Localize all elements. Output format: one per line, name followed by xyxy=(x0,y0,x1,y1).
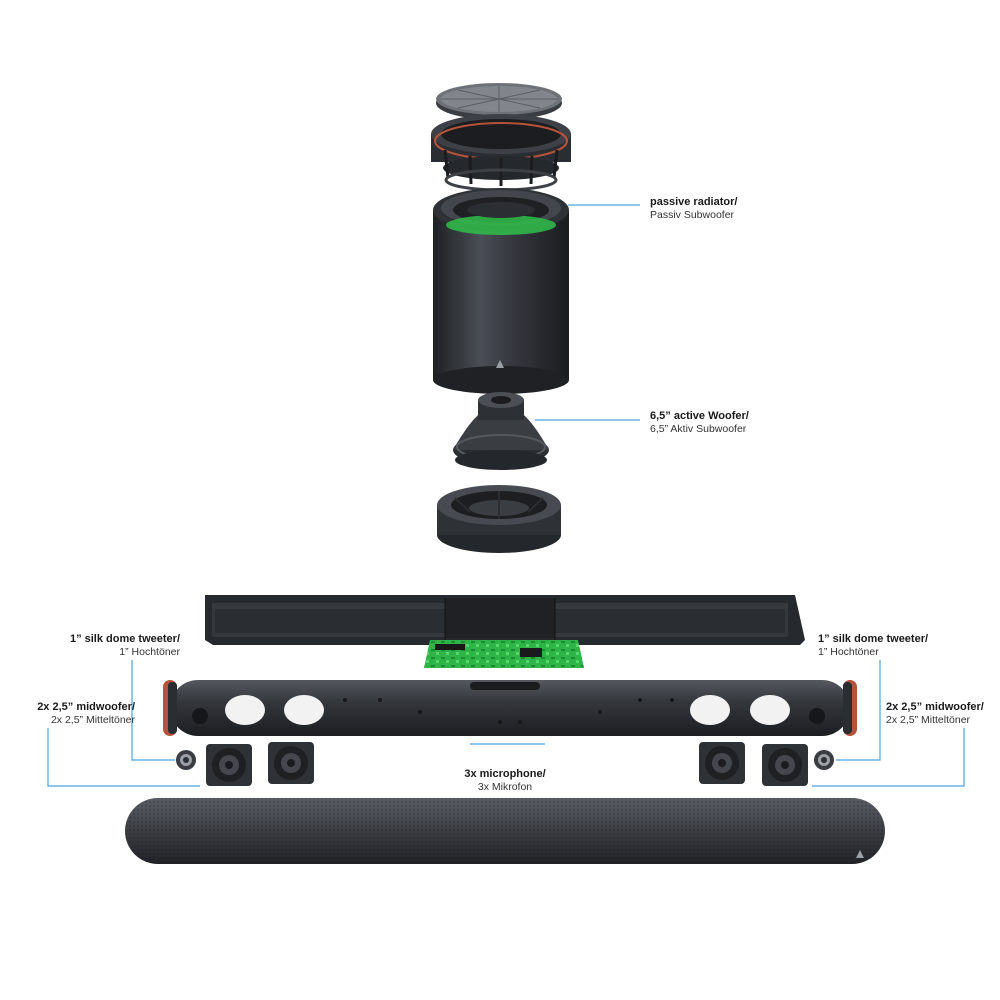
label-passive-radiator: passive radiator/ Passiv Subwoofer xyxy=(650,196,737,221)
driver-tweeter-left xyxy=(176,750,196,770)
label-midwoofer-right-de: 2x 2,5” Mitteltöner xyxy=(886,713,971,726)
driver-midwoofer-left-2 xyxy=(268,742,314,784)
soundbar-rear-tray xyxy=(205,595,805,645)
label-midwoofer-right-en: 2x 2,5” midwoofer/ xyxy=(886,701,984,713)
label-passive-radiator-de: Passiv Subwoofer xyxy=(650,208,735,221)
label-midwoofer-right: 2x 2,5” midwoofer/ 2x 2,5” Mitteltöner xyxy=(886,701,984,726)
soundbar-chassis xyxy=(163,680,857,736)
label-microphone: 3x microphone/ 3x Mikrofon xyxy=(430,768,580,793)
label-midwoofer-left: 2x 2,5” midwoofer/ 2x 2,5” Mitteltöner xyxy=(0,701,135,726)
label-active-woofer: 6,5” active Woofer/ 6,5” Aktiv Subwoofer xyxy=(650,410,749,435)
driver-midwoofer-right-2 xyxy=(762,744,808,786)
subwoofer-cylinder xyxy=(433,188,569,394)
driver-midwoofer-right-1 xyxy=(699,742,745,784)
label-active-woofer-en: 6,5” active Woofer/ xyxy=(650,410,749,422)
passive-radiator-cap xyxy=(436,83,562,120)
leader-lines xyxy=(47,204,965,787)
soundbar-front-grille xyxy=(125,798,885,864)
label-tweeter-left-de: 1” Hochtöner xyxy=(119,645,180,658)
label-microphone-de: 3x Mikrofon xyxy=(477,780,533,793)
label-tweeter-left: 1” silk dome tweeter/ 1” Hochtöner xyxy=(30,633,180,658)
label-tweeter-right-en: 1” silk dome tweeter/ xyxy=(818,633,929,645)
label-tweeter-right: 1” silk dome tweeter/ 1” Hochtöner xyxy=(818,633,928,658)
driver-midwoofer-left-1 xyxy=(206,744,252,786)
leader-midwoofer-left xyxy=(47,728,200,787)
label-tweeter-right-de: 1” Hochtöner xyxy=(818,645,879,658)
label-tweeter-left-en: 1” silk dome tweeter/ xyxy=(69,633,180,645)
active-woofer xyxy=(453,392,549,470)
label-midwoofer-left-de: 2x 2,5” Mitteltöner xyxy=(50,713,135,726)
woofer-base-ring xyxy=(437,485,561,553)
label-microphone-en: 3x microphone/ xyxy=(464,768,546,780)
driver-tweeter-right xyxy=(814,750,834,770)
passive-radiator-ring xyxy=(431,114,571,192)
label-passive-radiator-en: passive radiator/ xyxy=(650,196,738,208)
leader-midwoofer-right xyxy=(812,728,965,787)
label-active-woofer-de: 6,5” Aktiv Subwoofer xyxy=(650,422,747,435)
leader-tweeter-left xyxy=(131,660,175,761)
leader-tweeter-right xyxy=(836,660,881,761)
label-midwoofer-left-en: 2x 2,5” midwoofer/ xyxy=(37,701,135,713)
main-pcb xyxy=(424,640,584,668)
